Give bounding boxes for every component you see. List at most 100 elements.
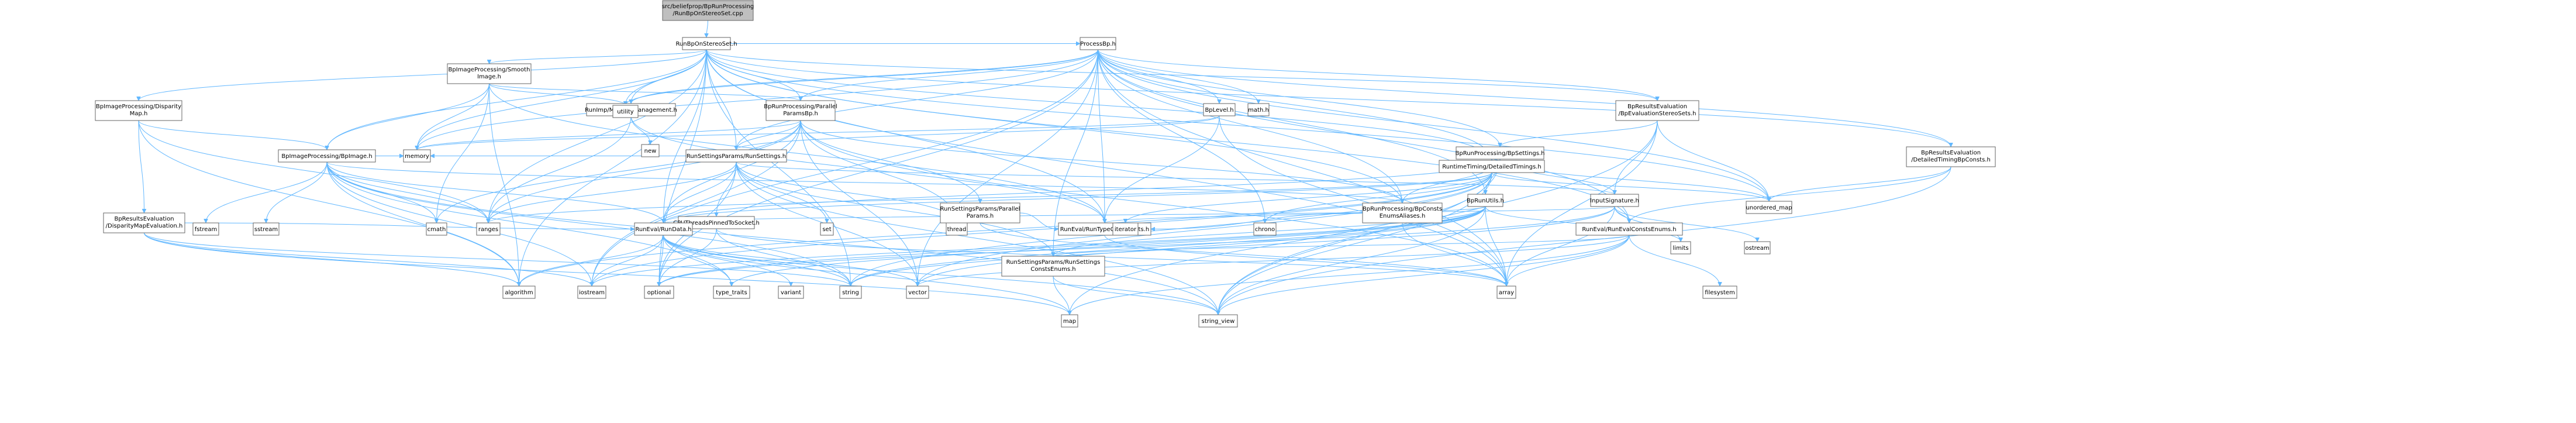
graph-node-bpeval-timing-h[interactable]: BpResultsEvaluation/DetailedTimingBpCons… [1906, 146, 1996, 167]
graph-node-string-view[interactable]: string_view [1198, 314, 1238, 328]
graph-node-ostream[interactable]: ostream [1744, 241, 1771, 255]
node-box [1112, 222, 1139, 236]
graph-node-inputsig-h[interactable]: InputSignature.h [1590, 194, 1639, 207]
graph-node-chrono[interactable]: chrono [1253, 222, 1277, 236]
include-edge-runtypeconst_h-to-array [1104, 235, 1506, 287]
graph-node-bpimage-h[interactable]: BpImageProcessing/BpImage.h [278, 149, 376, 163]
graph-node-string[interactable]: string [839, 286, 862, 299]
include-edge-disparity_map_h-to-ranges [138, 120, 488, 223]
graph-node-disparity-map-h[interactable]: BpImageProcessing/DisparityMap.h [95, 100, 182, 121]
node-label: Params.h [967, 213, 994, 219]
include-edge-bplevel_h-to-runtypeconst_h [1105, 115, 1220, 223]
graph-node-variant[interactable]: variant [778, 286, 804, 299]
graph-node-algorithm[interactable]: algorithm [502, 286, 536, 299]
graph-node-unordered-map[interactable]: unordered_map [1746, 201, 1792, 214]
include-edge-runtimetiming_h-to-string [851, 172, 1492, 286]
include-edge-processbp_h-to-optional [659, 49, 1098, 286]
graph-node-runtimetiming-h[interactable]: RuntimeTiming/DetailedTimings.h [1439, 160, 1545, 173]
node-box [1670, 241, 1691, 255]
include-edge-runbp_h-to-optional [659, 49, 707, 286]
graph-node-thread[interactable]: thread [946, 222, 968, 236]
include-edge-parallel_h-to-array [800, 120, 1506, 286]
graph-node-runevalconst-h[interactable]: RunEval/RunEvalConstsEnums.h [1575, 222, 1683, 236]
graph-node-rsconstsenums-h[interactable]: RunSettingsParams/RunSettingsConstsEnums… [1001, 256, 1105, 277]
include-edge-disparity_map_h-to-algorithm [138, 120, 519, 286]
include-edge-runbp_h-to-bpeval_timing_h [706, 49, 1951, 147]
node-box [713, 286, 750, 299]
graph-node-type-traits[interactable]: type_traits [713, 286, 750, 299]
include-edge-dispeval_h-to-string [144, 232, 851, 287]
include-edge-runtimetiming_h-to-unordered_map [1491, 172, 1769, 202]
include-edge-inputsig_h-to-ostream [1614, 206, 1757, 242]
node-box [1439, 160, 1545, 173]
include-edge-bpimage_h-to-sstream [266, 161, 327, 223]
node-box [644, 286, 674, 299]
include-edge-processbp_h-to-bpeval_timing_h [1098, 49, 1951, 147]
graph-node-new[interactable]: new [641, 144, 660, 157]
graph-node-iostream[interactable]: iostream [577, 286, 606, 299]
include-edge-rundata_h-to-iostream [592, 235, 664, 286]
graph-node-fstream[interactable]: fstream [192, 222, 219, 236]
node-label: RunSettingsParams/RunSettings.h [687, 153, 786, 160]
include-edge-runevalconst_h-to-filesystem [1629, 235, 1720, 286]
include-edge-runevalconst_h-to-string_view [1218, 235, 1630, 315]
graph-node-utility[interactable]: utility [612, 105, 639, 118]
graph-node-bplevel-h[interactable]: BpLevel.h [1203, 103, 1236, 116]
node-box [1061, 314, 1078, 328]
graph-node-runbp-h[interactable]: RunBpOnStereoSet.h [675, 37, 737, 50]
include-edge-dispeval_h-to-iostream [144, 232, 592, 287]
include-edge-parallel_h-to-iostream [592, 120, 801, 286]
include-edge-parallel_h-to-ranges [488, 120, 801, 223]
include-edge-rundata_h-to-vector [663, 235, 918, 287]
graph-node-vector[interactable]: vector [906, 286, 929, 299]
node-box [682, 37, 731, 50]
graph-node-set[interactable]: set [820, 222, 834, 236]
include-edge-parallel_h-to-runsettings_h [736, 120, 801, 150]
node-box [839, 286, 862, 299]
include-edge-runbp_h-to-bpconstsenum_h [706, 49, 1402, 203]
graph-node-dispeval-h[interactable]: BpResultsEvaluation/DisparityMapEvaluati… [103, 212, 185, 233]
graph-node-processbp-h[interactable]: ProcessBp.h [1080, 37, 1116, 50]
include-edge-bpimage_h-to-bpconstsenum_h [326, 161, 1402, 204]
include-edge-cputhreads_h-to-optional [659, 228, 717, 286]
include-edge-processbp_h-to-bprunutils_h [1098, 49, 1486, 194]
graph-node-bpsettings-h[interactable]: BpRunProcessing/BpSettings.h [1456, 146, 1545, 160]
graph-node-array[interactable]: array [1496, 286, 1516, 299]
graph-node-rundata-h[interactable]: RunEval/RunData.h [634, 222, 693, 236]
node-box [192, 222, 219, 236]
graph-node-memory[interactable]: memory [403, 149, 431, 163]
node-label: iostream [579, 290, 605, 296]
node-box [403, 149, 431, 163]
graph-node-cmath[interactable]: cmath [426, 222, 447, 236]
node-label: BpResultsEvaluation [114, 216, 174, 222]
graph-node-bprunutils-h[interactable]: BpRunUtils.h [1467, 194, 1504, 207]
include-edge-processbp_h-to-runtimetiming_h [1098, 49, 1492, 160]
include-edge-bprunutils_h-to-string [851, 206, 1486, 286]
graph-node-runsettings-h[interactable]: RunSettingsParams/RunSettings.h [685, 149, 787, 163]
include-edge-runbp_h-to-disparity_map_h [139, 49, 707, 101]
graph-node-iterator[interactable]: iterator [1112, 222, 1139, 236]
include-edge-parallel_h-to-parallelparams_h [800, 120, 980, 203]
node-box [906, 286, 929, 299]
graph-node-mathh[interactable]: math.h [1247, 103, 1270, 116]
include-edge-runbp_h-to-bpimage_h [327, 49, 707, 150]
include-edge-processbp_h-to-bpeval_sets_h [1098, 49, 1658, 101]
graph-node-sstream[interactable]: sstream [253, 222, 280, 236]
include-edge-runevalconst_h-to-vector [918, 235, 1630, 287]
include-edge-dispeval_h-to-map [144, 232, 1070, 315]
graph-node-limits[interactable]: limits [1670, 241, 1691, 255]
graph-node-bpeval-sets-h[interactable]: BpResultsEvaluation/BpEvaluationStereoSe… [1615, 100, 1699, 121]
graph-node-ranges[interactable]: ranges [476, 222, 501, 236]
node-box [778, 286, 804, 299]
graph-node-filesystem[interactable]: filesystem [1702, 286, 1737, 299]
graph-node-map[interactable]: map [1061, 314, 1078, 328]
include-edge-memorymgmt_h-to-new [630, 115, 650, 145]
include-edge-smooth_h-to-algorithm [489, 83, 519, 286]
graph-node-optional[interactable]: optional [644, 286, 674, 299]
include-edge-rundata_h-to-optional [659, 235, 664, 286]
